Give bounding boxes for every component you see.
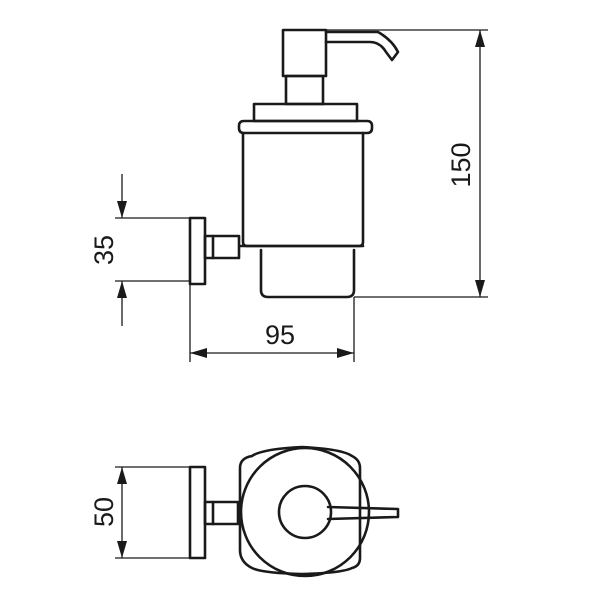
dimension-mount-height: 35: [89, 174, 190, 326]
mounting-arm-top: [203, 500, 240, 526]
arrow-head: [117, 541, 127, 558]
dimension-label: 95: [265, 320, 295, 350]
wall-plate-top: [188, 465, 207, 560]
wall-plate-front: [188, 216, 207, 286]
dimension-plate-diameter: 50: [89, 466, 190, 559]
top-view: [188, 445, 400, 578]
holder-ring-top: [238, 445, 362, 576]
glass-container: [241, 131, 365, 248]
arrow-head: [337, 348, 354, 358]
pump-neck: [284, 74, 325, 106]
arrow-head: [117, 281, 127, 298]
pump-head: [281, 28, 328, 78]
arrow-head: [475, 30, 485, 47]
arrow-head: [117, 201, 127, 218]
spout-top: [326, 505, 400, 521]
pump-top-circle: [277, 484, 333, 540]
container-collar: [252, 102, 359, 123]
pump-spout: [324, 30, 400, 62]
dimension-label: 150: [446, 142, 476, 187]
dimension-width-total: 95: [189, 284, 355, 362]
dimension-label: 50: [89, 497, 119, 527]
container-cap: [237, 119, 374, 135]
mounting-arm: [203, 234, 241, 260]
dimension-height-total: 150: [326, 29, 488, 298]
holder-cup: [259, 248, 356, 299]
arrow-head: [117, 467, 127, 484]
arrow-head: [475, 280, 485, 297]
container-top-circle: [239, 446, 371, 578]
arrow-head: [190, 348, 207, 358]
dimension-label: 35: [89, 235, 119, 265]
front-view: [188, 28, 400, 299]
